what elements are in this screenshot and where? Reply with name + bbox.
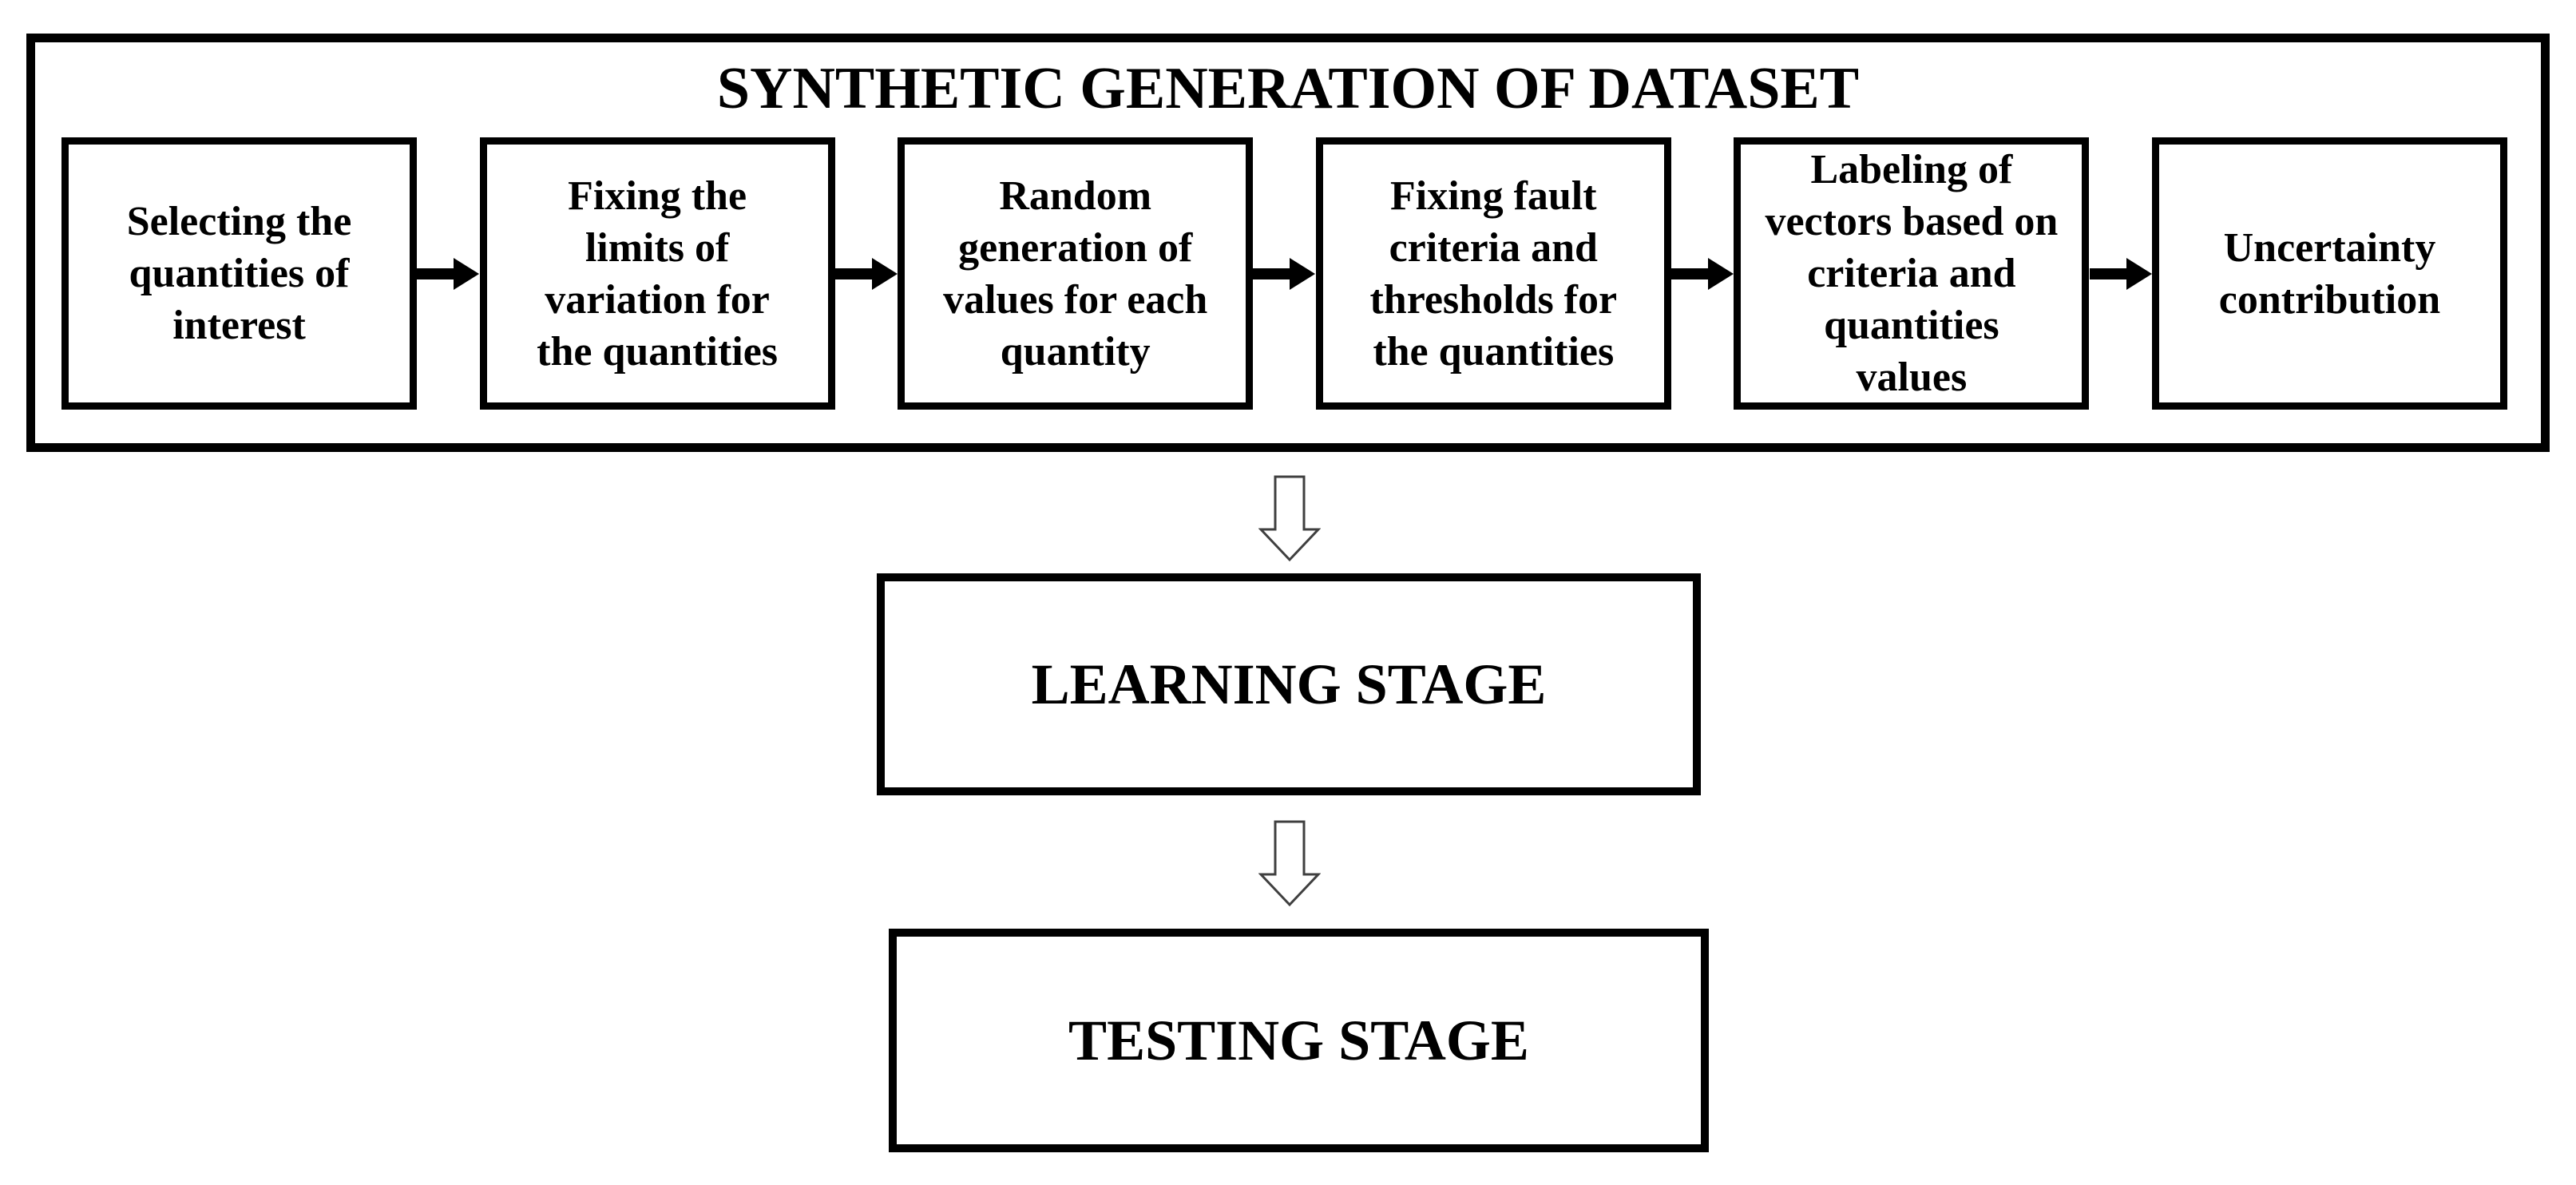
step-label: Fixing the limits of variation for the q… xyxy=(537,172,779,375)
step-box-labeling-vectors: Labeling of vectors based on criteria an… xyxy=(1734,137,2090,410)
right-arrow-icon xyxy=(1671,257,1734,290)
step-label: Selecting the quantities of interest xyxy=(126,199,352,348)
right-arrow-icon xyxy=(834,257,898,290)
step-label: Labeling of vectors based on criteria an… xyxy=(1765,147,2059,400)
step-label: Fixing fault criteria and thresholds for… xyxy=(1369,172,1618,375)
step-box-fixing-limits: Fixing the limits of variation for the q… xyxy=(479,137,835,410)
step-label: Uncertainty contribution xyxy=(2218,224,2441,323)
right-arrow-icon xyxy=(1253,257,1316,290)
step-label: Random generation of values for each qua… xyxy=(943,172,1208,375)
right-arrow-icon xyxy=(2089,257,2152,290)
learning-stage-label: LEARNING STAGE xyxy=(1031,652,1547,716)
synthetic-generation-title: SYNTHETIC GENERATION OF DATASET xyxy=(716,56,1860,121)
testing-stage-label: TESTING STAGE xyxy=(1068,1008,1529,1072)
step-box-selecting-quantities: Selecting the quantities of interest xyxy=(61,137,417,410)
down-arrow-icon xyxy=(1258,475,1321,562)
process-flow-row: Selecting the quantities of interest Fix… xyxy=(61,137,2507,410)
step-box-random-generation: Random generation of values for each qua… xyxy=(898,137,1254,410)
step-box-uncertainty-contribution: Uncertainty contribution xyxy=(2151,137,2507,410)
step-box-fixing-fault-criteria: Fixing fault criteria and thresholds for… xyxy=(1315,137,1671,410)
synthetic-generation-container: SYNTHETIC GENERATION OF DATASET Selectin… xyxy=(26,34,2550,452)
right-arrow-icon xyxy=(417,257,480,290)
testing-stage-box: TESTING STAGE xyxy=(889,929,1709,1152)
learning-stage-box: LEARNING STAGE xyxy=(877,573,1701,795)
down-arrow-icon xyxy=(1258,820,1321,907)
